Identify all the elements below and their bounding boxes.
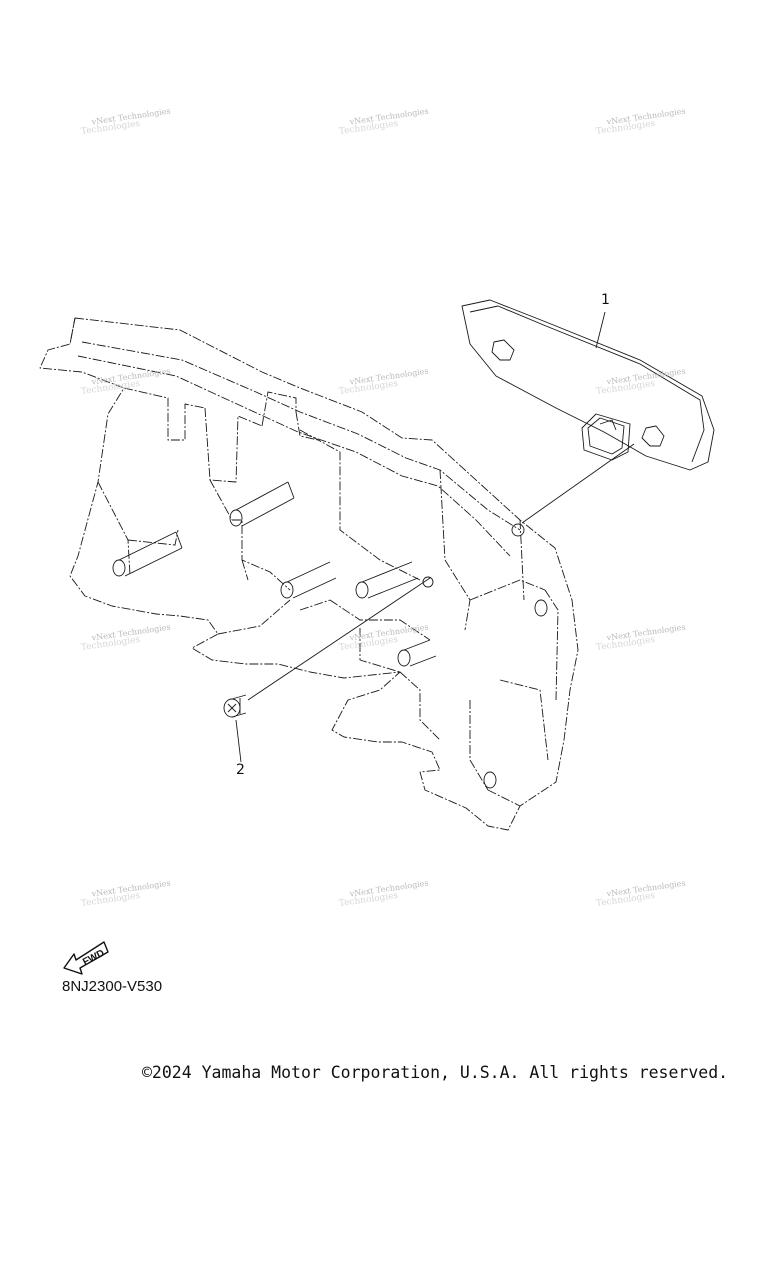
leader-lines xyxy=(235,311,635,763)
mounting-bracket xyxy=(39,317,579,831)
mounting-bosses xyxy=(112,481,548,789)
copyright-notice: ©2024 Yamaha Motor Corporation, U.S.A. A… xyxy=(142,1063,729,1082)
fwd-label: FWD xyxy=(81,948,106,968)
callout-part-2: 2 xyxy=(236,762,245,778)
fwd-arrow-icon: FWD xyxy=(63,941,109,975)
diagram-code: 8NJ2300-V530 xyxy=(62,978,163,995)
part-1-housing xyxy=(461,299,715,471)
part-2-screw xyxy=(223,694,247,718)
callout-part-1: 1 xyxy=(601,292,610,308)
